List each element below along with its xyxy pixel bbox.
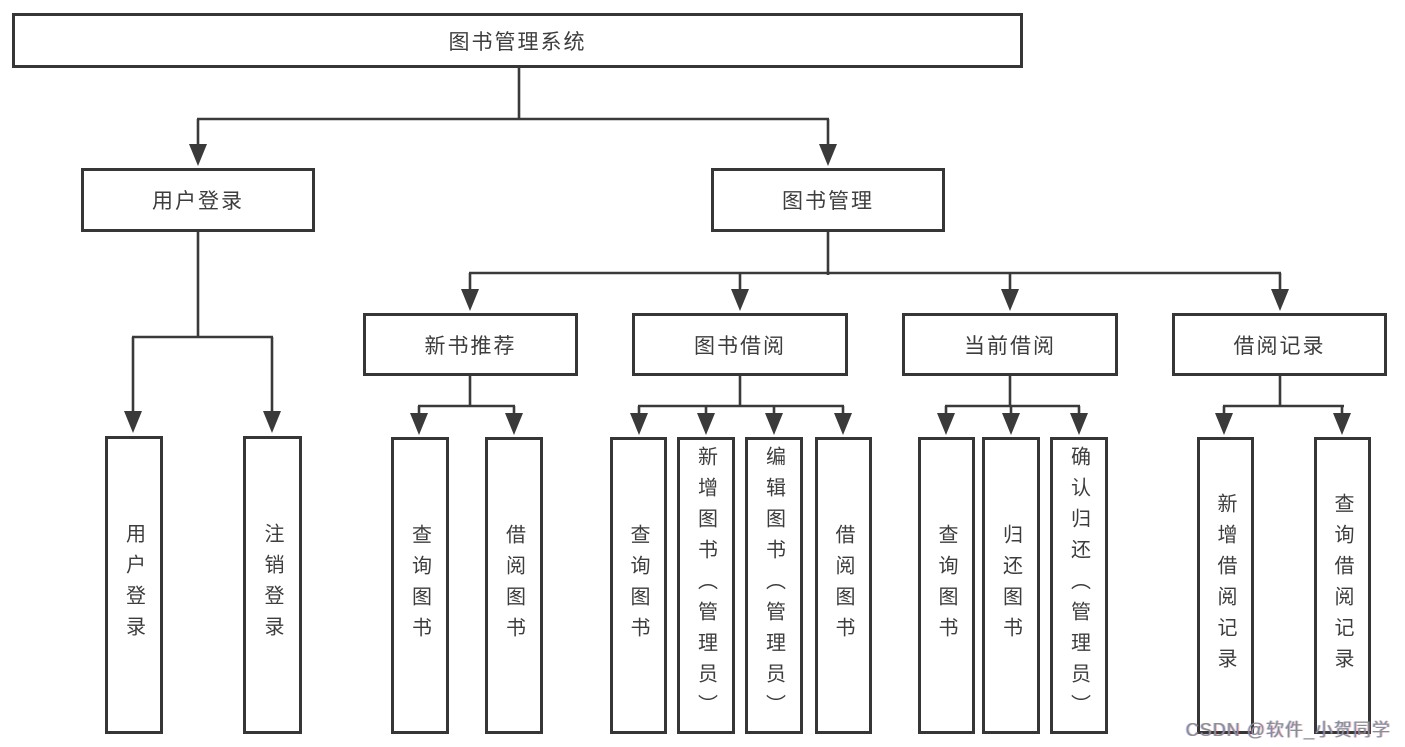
leaf-add-books-admin: 新增图书（管理员） <box>677 437 735 734</box>
node-current-borrow-label: 当前借阅 <box>964 334 1056 358</box>
leaf-user-login-label: 用户登录 <box>122 523 145 647</box>
node-borrow-records-label: 借阅记录 <box>1233 334 1326 358</box>
node-user-login: 用户登录 <box>81 168 315 232</box>
leaf-query-borrow-record: 查询借阅记录 <box>1314 437 1371 734</box>
leaf-edit-books-admin-label: 编辑图书（管理员） <box>762 446 785 725</box>
leaf-logout-label: 注销登录 <box>261 523 283 647</box>
leaf-borrow-books-recommend: 借阅图书 <box>485 437 543 734</box>
node-new-book-recommend-label: 新书推荐 <box>424 334 517 358</box>
leaf-edit-books-admin: 编辑图书（管理员） <box>745 437 803 734</box>
leaf-add-borrow-record-label: 新增借阅记录 <box>1214 492 1236 679</box>
leaf-confirm-return-admin: 确认归还（管理员） <box>1050 437 1108 734</box>
leaf-query-books-recommend-label: 查询图书 <box>408 523 431 648</box>
leaf-borrow-books-label: 借阅图书 <box>832 523 854 648</box>
node-book-borrow: 图书借阅 <box>632 313 848 376</box>
leaf-add-borrow-record: 新增借阅记录 <box>1197 437 1254 734</box>
node-root-label: 图书管理系统 <box>448 30 587 54</box>
node-borrow-records: 借阅记录 <box>1172 313 1387 376</box>
leaf-user-login: 用户登录 <box>105 436 163 734</box>
leaf-add-books-admin-label: 新增图书（管理员） <box>694 446 717 725</box>
leaf-query-books-borrow-label: 查询图书 <box>627 523 649 648</box>
node-root: 图书管理系统 <box>12 13 1023 68</box>
leaf-borrow-books: 借阅图书 <box>815 437 872 734</box>
leaf-query-books-current-label: 查询图书 <box>935 523 957 648</box>
leaf-return-books: 归还图书 <box>982 437 1040 734</box>
leaf-query-borrow-record-label: 查询借阅记录 <box>1331 492 1353 679</box>
node-user-login-label: 用户登录 <box>152 190 244 213</box>
node-current-borrow: 当前借阅 <box>902 313 1118 376</box>
watermark: CSDN @软件_小贺同学 <box>1185 720 1391 740</box>
leaf-borrow-books-recommend-label: 借阅图书 <box>502 523 525 648</box>
leaf-query-books-recommend: 查询图书 <box>391 437 449 734</box>
node-book-borrow-label: 图书借阅 <box>694 334 786 358</box>
leaf-logout: 注销登录 <box>243 436 302 734</box>
leaf-query-books-borrow: 查询图书 <box>610 437 667 734</box>
leaf-query-books-current: 查询图书 <box>918 437 975 734</box>
node-book-management: 图书管理 <box>711 168 945 232</box>
leaf-confirm-return-admin-label: 确认归还（管理员） <box>1067 446 1090 725</box>
node-new-book-recommend: 新书推荐 <box>363 313 578 376</box>
node-book-management-label: 图书管理 <box>782 190 874 213</box>
leaf-return-books-label: 归还图书 <box>999 523 1022 648</box>
